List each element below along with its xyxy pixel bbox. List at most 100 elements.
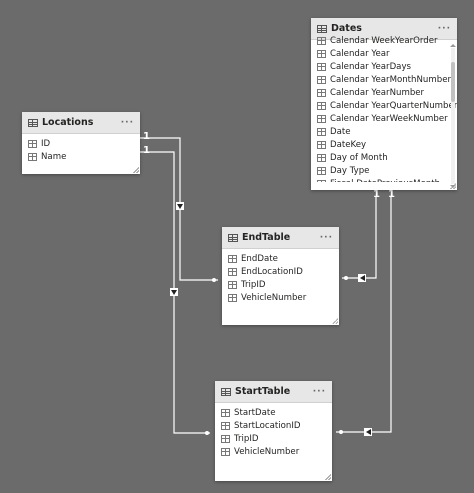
field-name: Calendar YearQuarterNumber [330,100,457,111]
field-row[interactable]: ID [28,137,134,150]
field-row[interactable]: Calendar YearWeekNumber [317,112,451,125]
field-row[interactable]: Fiscal DatePreviousMonth [317,177,451,182]
field-icon [228,293,237,302]
field-name: Fiscal DatePreviousMonth [330,179,440,183]
field-row[interactable]: Day of Month [317,151,451,164]
field-icon [317,49,326,58]
many-side-dot-icon [344,276,348,280]
field-name: EndDate [241,253,278,264]
many-side-dot-icon [339,430,343,434]
field-icon [317,62,326,71]
field-name: Date [330,126,351,137]
vertical-scrollbar[interactable] [450,44,456,188]
field-icon [317,127,326,136]
field-row[interactable]: Date [317,125,451,138]
cardinality-one-label: 1 [388,189,395,200]
field-icon [317,179,326,182]
more-options-button[interactable]: ··· [312,386,326,397]
table-icon [28,118,38,127]
cardinality-one-label: 1 [373,189,380,200]
rel-line-dates-endtable[interactable] [342,196,377,279]
field-row[interactable]: TripID [221,432,326,445]
field-icon [221,434,230,443]
field-icon [221,421,230,430]
field-row[interactable]: StartLocationID [221,419,326,432]
field-row[interactable]: Calendar WeekYearOrder [317,34,451,47]
rel-line-dates-starttable[interactable] [336,196,392,433]
field-name: DateKey [330,139,367,150]
field-row[interactable]: Calendar YearDays [317,60,451,73]
field-row[interactable]: Day Type [317,164,451,177]
field-row[interactable]: StartDate [221,406,326,419]
field-icon [317,114,326,123]
field-icon [221,408,230,417]
resize-handle[interactable] [325,474,331,480]
field-name: Calendar YearNumber [330,87,425,98]
field-icon [221,447,230,456]
more-options-button[interactable]: ··· [120,117,134,128]
field-name: Calendar YearMonthNumber [330,74,452,85]
table-header[interactable]: Dates ··· [311,18,457,40]
table-icon [221,387,231,396]
field-icon [28,139,37,148]
many-side-dot-icon [212,278,216,282]
more-options-button[interactable]: ··· [319,232,333,243]
field-list: ID Name [22,134,140,166]
table-title: Dates [331,23,362,34]
field-row[interactable]: EndDate [228,252,333,265]
table-icon [317,24,327,33]
field-name: VehicleNumber [241,292,307,303]
field-name: Name [41,151,67,162]
scroll-up-icon[interactable] [450,44,456,47]
table-title: StartTable [235,386,291,397]
field-name: Calendar YearWeekNumber [330,113,448,124]
scroll-thumb[interactable] [451,62,455,102]
field-name: TripID [234,433,259,444]
table-header[interactable]: EndTable ··· [222,227,339,249]
resize-handle[interactable] [332,318,338,324]
field-name: TripID [241,279,266,290]
field-icon [228,254,237,263]
field-name: Day Type [330,165,370,176]
field-row[interactable]: Calendar YearNumber [317,86,451,99]
field-icon [317,153,326,162]
resize-handle[interactable] [450,183,456,189]
cardinality-one-label: 1 [143,145,150,156]
field-icon [317,166,326,175]
table-header[interactable]: StartTable ··· [215,381,332,403]
field-icon [317,140,326,149]
field-icon [28,152,37,161]
table-card-locations[interactable]: Locations ··· ID Name [22,112,140,174]
more-options-button[interactable]: ··· [437,23,451,34]
field-row[interactable]: Name [28,150,134,163]
filter-direction-arrow-icon [364,428,372,436]
table-icon [228,233,238,242]
field-name: StartDate [234,407,276,418]
field-row[interactable]: VehicleNumber [228,291,333,304]
cardinality-one-label: 1 [143,131,150,142]
field-row[interactable]: VehicleNumber [221,445,326,458]
resize-handle[interactable] [133,167,139,173]
field-row[interactable]: Calendar YearMonthNumber [317,73,451,86]
field-icon [317,36,326,45]
field-icon [317,75,326,84]
field-name: Calendar Year [330,48,390,59]
field-row[interactable]: Calendar Year [317,47,451,60]
field-row[interactable]: DateKey [317,138,451,151]
field-name: Calendar WeekYearOrder [330,35,438,46]
table-header[interactable]: Locations ··· [22,112,140,134]
field-name: VehicleNumber [234,446,300,457]
field-row[interactable]: EndLocationID [228,265,333,278]
field-row[interactable]: TripID [228,278,333,291]
field-name: Calendar YearDays [330,61,412,72]
field-name: ID [41,138,51,149]
field-row[interactable]: Calendar YearQuarterNumber [317,99,457,112]
filter-direction-arrow-icon [176,202,184,210]
